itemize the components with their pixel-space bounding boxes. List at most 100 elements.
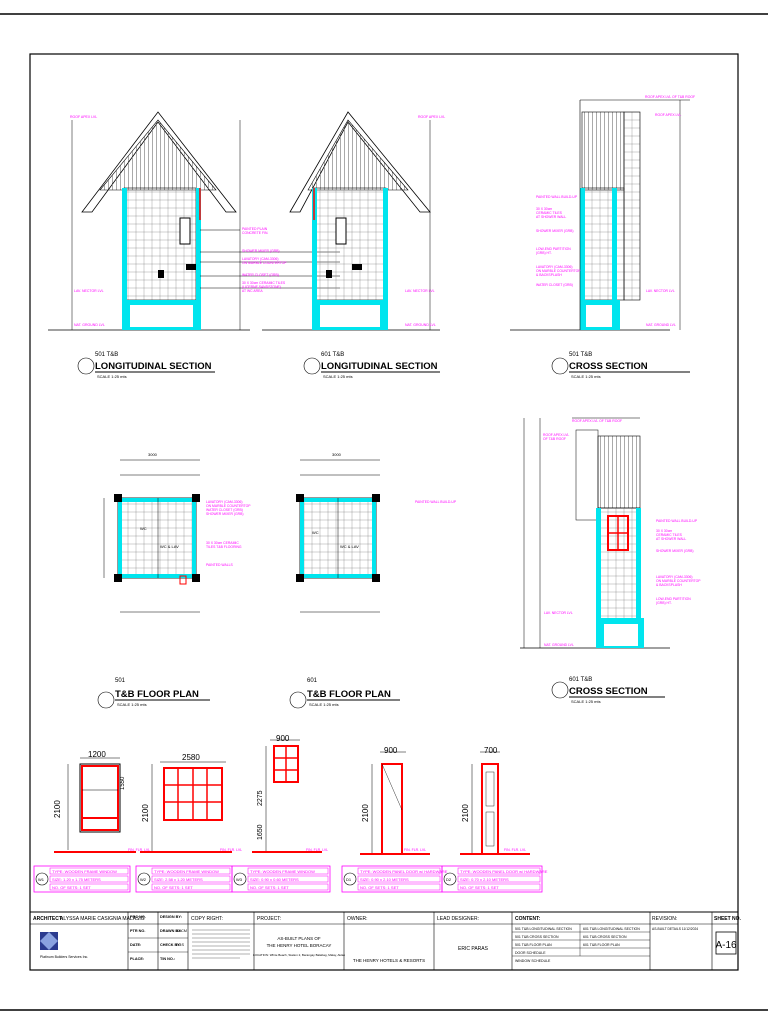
section-scale: SCALE 1:25 mts [571, 374, 601, 379]
elevation-w3: 900 2275 1650 [257, 734, 300, 852]
svg-text:(LICERNE SANDSTONE): (LICERNE SANDSTONE) [242, 285, 281, 289]
content-item: 601 T&B CROSS SECTION [583, 935, 627, 939]
schedule-type: TYPE: WOODEN PANEL DOOR w/ HARDWARE [460, 869, 548, 874]
svg-text:(GRB) HT.: (GRB) HT. [656, 601, 672, 605]
dim-width: 700 [484, 746, 498, 755]
section-scale: SCALE 1:25 mts [323, 374, 353, 379]
dim-width: 900 [276, 734, 290, 743]
svg-text:WC & LAV: WC & LAV [160, 544, 179, 549]
title-num: 501 T&B [95, 352, 118, 358]
architect-name: ALYSSA MARIE CASIGNIA MALASIG [60, 916, 145, 922]
schedule-mark: W3 [236, 877, 243, 882]
svg-text:SHOWER MIXER (GRB): SHOWER MIXER (GRB) [656, 549, 694, 553]
dim-height: 2100 [461, 804, 470, 822]
schedule-type: TYPE: WOODEN FRAME WINDOW [250, 869, 315, 874]
svg-text:LAVATORY (CAM-3306): LAVATORY (CAM-3306) [206, 500, 243, 504]
schedule-w3: W3 TYPE: WOODEN FRAME WINDOW SIZE: 0.90 … [231, 865, 331, 893]
content-item: DOOR SCHEDULE [515, 951, 546, 955]
designer-name: ERIC PARAS [458, 946, 489, 952]
content-item: WINDOW SCHEDULE [515, 959, 551, 963]
schedule-mark: D2 [446, 877, 452, 882]
project-label: PROJECT: [257, 916, 281, 922]
floor-plan-601: 3000 WC WC & LAV PAINTED WALL BUILD-UP [296, 452, 457, 613]
svg-text:NAT. GROUND LVL: NAT. GROUND LVL [405, 323, 436, 327]
svg-text:PAINTED WALLS: PAINTED WALLS [206, 563, 233, 567]
designer-label: LEAD DESIGNER: [437, 916, 479, 922]
firm-name: Platinum Builders Services Inc. [40, 955, 88, 959]
svg-text:NAT. GROUND LVL: NAT. GROUND LVL [646, 323, 676, 327]
schedule-qty: NO. OF SETS: 1 SET [460, 885, 499, 890]
dim-height: 2100 [141, 804, 150, 822]
section-scale: SCALE 1:25 mts [117, 702, 147, 707]
dim-width: 1200 [88, 750, 106, 759]
schedule-w1: W1 TYPE: WOODEN FRAME WINDOW SIZE: 1.20 … [33, 865, 131, 893]
content-item: 501 T&B CROSS SECTION [515, 935, 559, 939]
svg-text:LAV. NECTOR LVL: LAV. NECTOR LVL [544, 611, 573, 615]
title-num: 601 T&B [321, 352, 344, 358]
svg-text:30 X 30cm CERAMIC TILES: 30 X 30cm CERAMIC TILES [242, 281, 286, 285]
floor-plan-501: 3000 WC WC & LAV LAVATORY (CAM-3306) ON … [103, 452, 251, 613]
ffl-label: FIN. FLR. LVL [306, 848, 328, 852]
revision-value: AS-BUILT DETAILS 11/12/2024 [652, 927, 698, 931]
svg-text:CERAMIC TILES: CERAMIC TILES [536, 211, 563, 215]
schedule-d2: D2 TYPE: WOODEN PANEL DOOR w/ HARDWARE S… [441, 865, 548, 893]
svg-text:SHOWER MIXER (GRB): SHOWER MIXER (GRB) [536, 229, 574, 233]
section-501-cross: ROOF APEX LVL OF T&B ROOF ROOF APEX LVL … [510, 95, 695, 331]
title-num: 501 T&B [569, 352, 592, 358]
schedule-mark: W1 [38, 877, 45, 882]
revision-label: REVISION: [652, 916, 677, 922]
elevation-d1: 900 2100 [361, 746, 406, 855]
svg-text:LOW-END PARTITION: LOW-END PARTITION [536, 247, 571, 251]
schedule-qty: NO. OF SETS: 1 SET [154, 885, 193, 890]
section-title: T&B FLOOR PLAN [307, 689, 391, 700]
section-scale: SCALE 1:25 mts [97, 374, 127, 379]
svg-text:LAVATORY (CAM-3306): LAVATORY (CAM-3306) [242, 257, 279, 261]
schedule-w2: W2 TYPE: WOODEN FRAME WINDOW SIZE: 2.58 … [135, 865, 233, 893]
title-501-longitudinal: 501 T&B LONGITUDINAL SECTION SCALE 1:25 … [77, 352, 215, 379]
schedule-mark: W2 [140, 877, 147, 882]
dim-height: 2275 [257, 790, 264, 806]
section-501-longitudinal: ROOF APEX LVL LAV. NECTOR LVL NAT. GROUN… [48, 111, 250, 331]
svg-text:ON MARBLE COUNTERTOP: ON MARBLE COUNTERTOP [656, 579, 701, 583]
svg-text:LAVATORY (CAM-3306): LAVATORY (CAM-3306) [656, 575, 693, 579]
schedule-size: SIZE: 0.70 x 2.10 METERS [460, 877, 509, 882]
svg-text:ROOF APEX LVL: ROOF APEX LVL [655, 113, 681, 117]
svg-text:TILES T&B FLOORING: TILES T&B FLOORING [206, 545, 242, 549]
content-item: 601 T&B LONGITUDINAL SECTION [583, 927, 640, 931]
svg-text:NAT. GROUND LVL: NAT. GROUND LVL [74, 323, 105, 327]
svg-text:3000: 3000 [332, 452, 342, 457]
svg-text:ROOF APEX LVL: ROOF APEX LVL [543, 433, 569, 437]
section-601-longitudinal: ROOF APEX LVL LAV. NECTOR LVL NAT. GROUN… [262, 111, 445, 331]
place-label: PLACE: [130, 957, 144, 961]
sheet-number: A-16 [715, 940, 737, 951]
svg-text:WC & LAV: WC & LAV [340, 544, 359, 549]
check-label: CHECK BY: [160, 943, 181, 947]
svg-text:LAV. NECTOR LVL: LAV. NECTOR LVL [646, 289, 675, 293]
section-scale: SCALE 1:25 mts [309, 702, 339, 707]
svg-text:3000: 3000 [148, 452, 158, 457]
svg-text:ON MARBLE COUNTERTOP: ON MARBLE COUNTERTOP [242, 261, 287, 265]
ffl-label: FIN. FLR. LVL [404, 848, 426, 852]
svg-text:AT WC AREA: AT WC AREA [242, 289, 263, 293]
svg-text:30 X 30cm CERAMIC: 30 X 30cm CERAMIC [206, 541, 239, 545]
schedule-size: SIZE: 2.58 x 1.20 METERS [154, 877, 203, 882]
schedule-type: TYPE: WOODEN FRAME WINDOW [52, 869, 117, 874]
schedule-qty: NO. OF SETS: 1 SET [250, 885, 289, 890]
svg-text:LAV. NECTOR LVL: LAV. NECTOR LVL [74, 289, 104, 293]
title-block: ARCHITECT: ALYSSA MARIE CASIGNIA MALASIG… [29, 911, 742, 971]
content-item: 501 T&B LONGITUDINAL SECTION [515, 927, 572, 931]
owner-label: OWNER: [347, 916, 368, 922]
svg-text:WATER CLOSET (GRB): WATER CLOSET (GRB) [206, 508, 243, 512]
owner-name: THE HENRY HOTELS & RESORTS [353, 958, 425, 963]
svg-text:SHOWER MIXER (GRB): SHOWER MIXER (GRB) [242, 249, 280, 253]
svg-text:WC: WC [140, 526, 147, 531]
title-501-floor-plan: 501 T&B FLOOR PLAN SCALE 1:25 mts [97, 678, 210, 709]
svg-text:ROOF APEX LVL: ROOF APEX LVL [418, 115, 445, 119]
svg-text:30 X 30cm: 30 X 30cm [656, 529, 672, 533]
content-item: 501 T&B FLOOR PLAN [515, 943, 552, 947]
svg-text:30 X 30cm: 30 X 30cm [536, 207, 552, 211]
svg-text:ROOF APEX LVL: ROOF APEX LVL [70, 115, 97, 119]
elevation-w2: 2580 2100 [141, 753, 226, 852]
elevation-d2: 700 2100 [461, 746, 500, 855]
